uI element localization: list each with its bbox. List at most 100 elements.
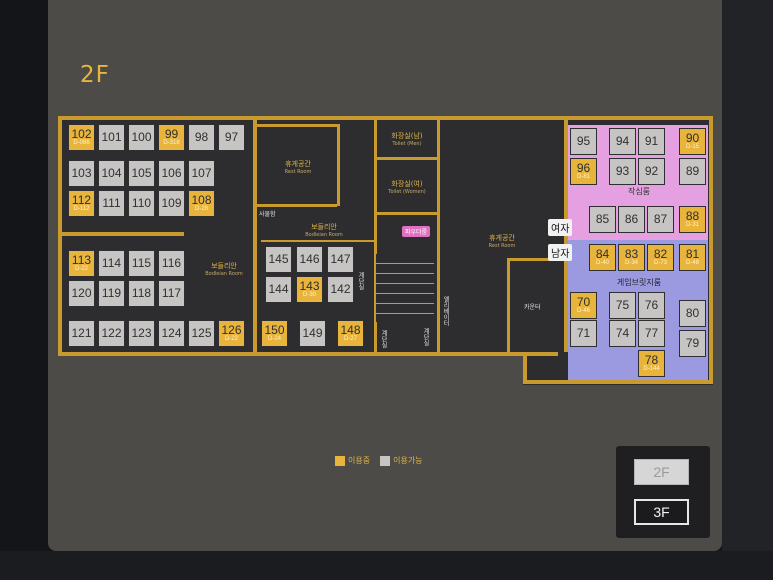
office-label: 사물함 — [259, 211, 276, 218]
legend: 이용중 이용가능 — [335, 455, 423, 466]
seat-107[interactable]: 107 — [188, 160, 215, 187]
wall — [257, 124, 337, 127]
rest-room-left-en: Rest Room — [284, 169, 312, 175]
seat-87[interactable]: 87 — [647, 206, 674, 233]
wall — [377, 212, 437, 215]
seat-75[interactable]: 75 — [609, 292, 636, 319]
seat-number: 86 — [624, 212, 639, 226]
seat-100[interactable]: 100 — [128, 124, 155, 151]
seat-95[interactable]: 95 — [570, 128, 597, 155]
seat-103[interactable]: 103 — [68, 160, 95, 187]
seat-119[interactable]: 119 — [98, 280, 125, 307]
seat-106[interactable]: 106 — [158, 160, 185, 187]
work-room-label: 작심룸 — [627, 187, 651, 196]
seat-145[interactable]: 145 — [265, 246, 292, 273]
seat-125[interactable]: 125 — [188, 320, 215, 347]
seat-number: 120 — [71, 286, 92, 300]
seat-142[interactable]: 142 — [327, 276, 354, 303]
seat-number: 126 — [221, 322, 242, 337]
seat-101[interactable]: 101 — [98, 124, 125, 151]
stair-label-a: 계단실 — [357, 272, 364, 290]
seat-86[interactable]: 86 — [618, 206, 645, 233]
seat-98[interactable]: 98 — [188, 124, 215, 151]
seat-number: 93 — [615, 164, 630, 178]
seat-147[interactable]: 147 — [327, 246, 354, 273]
seat-89[interactable]: 89 — [679, 158, 706, 185]
seat-number: 150 — [264, 322, 285, 337]
seat-d-day: D-46 — [576, 307, 590, 314]
seat-105[interactable]: 105 — [128, 160, 155, 187]
seat-d-day: D-318 — [163, 139, 180, 146]
seat-122[interactable]: 122 — [98, 320, 125, 347]
seat-115[interactable]: 115 — [128, 250, 155, 277]
seat-149[interactable]: 149 — [299, 320, 326, 347]
stair-label-b: 엘리베이터 — [442, 296, 449, 326]
seat-number: 97 — [224, 130, 239, 144]
floor-2f-button[interactable]: 2F — [634, 459, 689, 485]
seat-79[interactable]: 79 — [679, 330, 706, 357]
seat-123[interactable]: 123 — [128, 320, 155, 347]
seat-118[interactable]: 118 — [128, 280, 155, 307]
seat-74[interactable]: 74 — [609, 320, 636, 347]
seat-104[interactable]: 104 — [98, 160, 125, 187]
seat-144[interactable]: 144 — [265, 276, 292, 303]
seat-number: 121 — [71, 326, 92, 340]
seat-71[interactable]: 71 — [570, 320, 597, 347]
seat-77[interactable]: 77 — [638, 320, 665, 347]
seat-94[interactable]: 94 — [609, 128, 636, 155]
seat-number: 101 — [101, 130, 122, 144]
seat-121[interactable]: 121 — [68, 320, 95, 347]
device-bezel-right — [722, 0, 773, 580]
legend-free-label: 이용가능 — [393, 456, 423, 465]
toilet-men-label: 화장실(남) Toilet (Men) — [378, 132, 436, 148]
seat-number: 91 — [644, 134, 659, 148]
seat-117[interactable]: 117 — [158, 280, 185, 307]
seat-85[interactable]: 85 — [589, 206, 616, 233]
seat-number: 149 — [302, 326, 323, 340]
seat-80[interactable]: 80 — [679, 300, 706, 327]
seat-114[interactable]: 114 — [98, 250, 125, 277]
seat-97[interactable]: 97 — [218, 124, 245, 151]
seat-92[interactable]: 92 — [638, 158, 665, 185]
seat-number: 88 — [685, 208, 700, 223]
seat-116[interactable]: 116 — [158, 250, 185, 277]
seat-number: 144 — [268, 282, 289, 296]
seat-number: 83 — [624, 246, 639, 261]
seat-120[interactable]: 120 — [68, 280, 95, 307]
seat-111[interactable]: 111 — [98, 190, 125, 217]
rest-room-right-ko: 휴게공간 — [489, 234, 515, 242]
seat-93[interactable]: 93 — [609, 158, 636, 185]
wall — [62, 232, 184, 236]
seat-110[interactable]: 110 — [128, 190, 155, 217]
seat-124[interactable]: 124 — [158, 320, 185, 347]
stair-label-d: 계단실 — [422, 328, 429, 346]
seat-d-day: D-22 — [74, 265, 88, 272]
seat-91[interactable]: 91 — [638, 128, 665, 155]
seat-76[interactable]: 76 — [638, 292, 665, 319]
floor-3f-button[interactable]: 3F — [634, 499, 689, 525]
seat-number: 90 — [685, 130, 700, 145]
seat-146[interactable]: 146 — [296, 246, 323, 273]
seat-109[interactable]: 109 — [158, 190, 185, 217]
women-entrance: 여자 — [548, 219, 573, 236]
seat-number: 106 — [161, 166, 182, 180]
game-room-label: 게임브릿지룸 — [616, 278, 662, 287]
